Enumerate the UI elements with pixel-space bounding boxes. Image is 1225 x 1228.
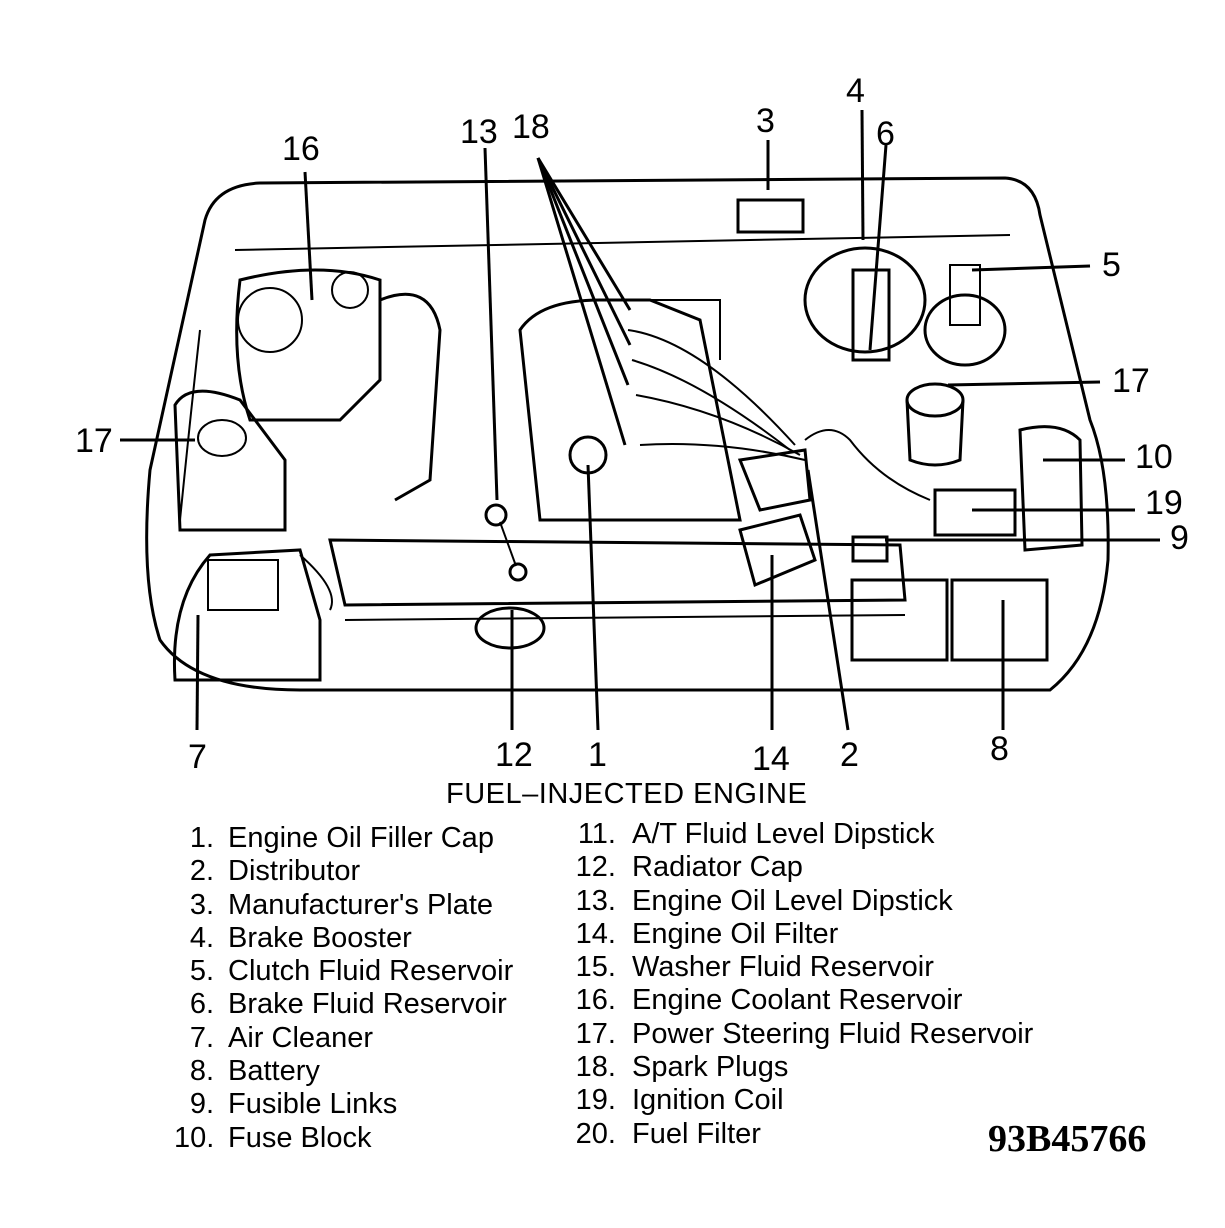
legend-item-label: Engine Oil Filter <box>632 917 839 950</box>
legend-item-label: Engine Coolant Reservoir <box>632 984 963 1017</box>
callout-6: 6 <box>876 115 895 153</box>
callout-9: 9 <box>1170 519 1189 557</box>
legend-item-number: 16. <box>575 984 616 1017</box>
legend-item: 14. Engine Oil Filter <box>572 918 1033 951</box>
legend-item-number: 3. <box>189 888 214 921</box>
legend-item-number: 17. <box>575 1017 616 1050</box>
callout-12: 12 <box>495 736 533 774</box>
legend-item-number: 6. <box>189 988 214 1021</box>
callout-16: 17 <box>75 422 113 460</box>
figure-code: 93B45766 <box>988 1118 1147 1160</box>
callout-leaders <box>120 109 1160 731</box>
callout-7: 7 <box>188 738 207 776</box>
legend-item-number: 19. <box>575 1084 616 1117</box>
engine-compartment-diagram: 16 17 7 13 18 3 4 6 5 17 10 19 9 8 2 14 … <box>75 72 1189 778</box>
callout-14: 14 <box>752 740 790 778</box>
legend-item: 6. Brake Fluid Reservoir <box>174 988 513 1021</box>
legend-item-label: Fusible Links <box>228 1088 398 1121</box>
legend-left: 1. Engine Oil Filler Cap 2. Distributor 3. Ma… <box>174 822 513 1155</box>
callout-5: 5 <box>1102 246 1121 284</box>
callout-numbers: 16 17 7 13 18 3 4 6 5 17 10 19 9 8 2 14 … <box>75 72 1189 778</box>
legend-item-label: Spark Plugs <box>632 1051 789 1084</box>
legend-item-label: Clutch Fluid Reservoir <box>228 955 514 988</box>
legend-item-label: Brake Booster <box>228 921 412 954</box>
legend-item-label: Engine Oil Filler Cap <box>228 822 494 854</box>
legend-item-number: 13. <box>575 884 616 917</box>
legend-item-number: 2. <box>189 855 214 888</box>
callout-10: 10 <box>1135 438 1173 476</box>
legend-item: 2. Distributor <box>174 855 513 888</box>
callout-4: 4 <box>846 72 865 110</box>
legend-item: 18. Spark Plugs <box>572 1051 1033 1084</box>
legend-item-label: Fuel Filter <box>632 1117 761 1150</box>
legend-item-number: 11. <box>577 818 616 850</box>
legend-item-number: 10. <box>174 1121 215 1154</box>
legend-item: 15. Washer Fluid Reservoir <box>572 951 1033 984</box>
legend-item: 19. Ignition Coil <box>572 1084 1033 1117</box>
legend-item: 9. Fusible Links <box>174 1088 513 1121</box>
legend-item-number: 20. <box>575 1117 616 1150</box>
legend-item: 12. Radiator Cap <box>572 851 1033 884</box>
legend-item: 20. Fuel Filter <box>572 1118 1033 1151</box>
legend-item: 13. Engine Oil Level Dipstick <box>572 885 1033 918</box>
legend-item-number: 7. <box>189 1021 214 1054</box>
legend-item: 5. Clutch Fluid Reservoir <box>174 955 513 988</box>
legend-item-number: 8. <box>189 1055 214 1088</box>
callout-8: 8 <box>990 730 1009 768</box>
legend-item-label: Manufacturer's Plate <box>228 888 494 921</box>
legend-item: 11. A/T Fluid Level Dipstick <box>572 818 1033 851</box>
legend-item-number: 18. <box>575 1051 616 1084</box>
legend-item-label: Engine Oil Level Dipstick <box>632 884 953 917</box>
legend-item: 10. Fuse Block <box>174 1122 513 1155</box>
callout-3: 3 <box>756 102 775 140</box>
legend-item-label: Ignition Coil <box>632 1084 784 1117</box>
legend-item: 3. Manufacturer's Plate <box>174 889 513 922</box>
engine-bay-drawing <box>145 176 1110 692</box>
legend-item-label: Power Steering Fluid Reservoir <box>632 1017 1034 1050</box>
legend-item-number: 1. <box>189 822 214 854</box>
legend-item-label: Fuse Block <box>228 1121 372 1154</box>
callout-13: 13 <box>460 113 498 151</box>
legend-item-number: 4. <box>189 921 214 954</box>
legend-item-label: Brake Fluid Reservoir <box>228 988 507 1021</box>
legend-item-label: Radiator Cap <box>632 851 803 884</box>
legend-item: 1. Engine Oil Filler Cap <box>174 822 513 855</box>
legend-item-label: Air Cleaner <box>228 1021 374 1054</box>
legend-item: 16. Engine Coolant Reservoir <box>572 984 1033 1017</box>
legend-item-number: 12. <box>575 851 616 884</box>
legend-item-label: Washer Fluid Reservoir <box>632 951 934 984</box>
legend-item-label: Battery <box>228 1055 320 1088</box>
legend-item-number: 15. <box>575 951 616 984</box>
callout-15: 16 <box>282 130 320 168</box>
callout-19: 19 <box>1145 484 1183 522</box>
callout-1: 1 <box>588 736 607 774</box>
callout-18: 18 <box>512 108 550 146</box>
legend-item: 17. Power Steering Fluid Reservoir <box>572 1017 1034 1051</box>
callout-2: 2 <box>840 736 859 774</box>
legend-item: 8. Battery <box>174 1055 513 1088</box>
legend-item-number: 5. <box>189 955 214 988</box>
legend-item-label: Distributor <box>228 855 361 888</box>
diagram-caption: FUEL–INJECTED ENGINE <box>446 778 808 810</box>
legend-item-number: 9. <box>189 1088 214 1121</box>
legend-item: 4. Brake Booster <box>174 922 513 955</box>
callout-17: 17 <box>1112 362 1150 400</box>
legend-item-number: 14. <box>575 917 616 950</box>
legend-right: 11. A/T Fluid Level Dipstick 12. Radiator C… <box>572 818 1034 1151</box>
legend-item-label: A/T Fluid Level Dipstick <box>632 818 935 850</box>
legend-item: 7. Air Cleaner <box>174 1022 513 1055</box>
